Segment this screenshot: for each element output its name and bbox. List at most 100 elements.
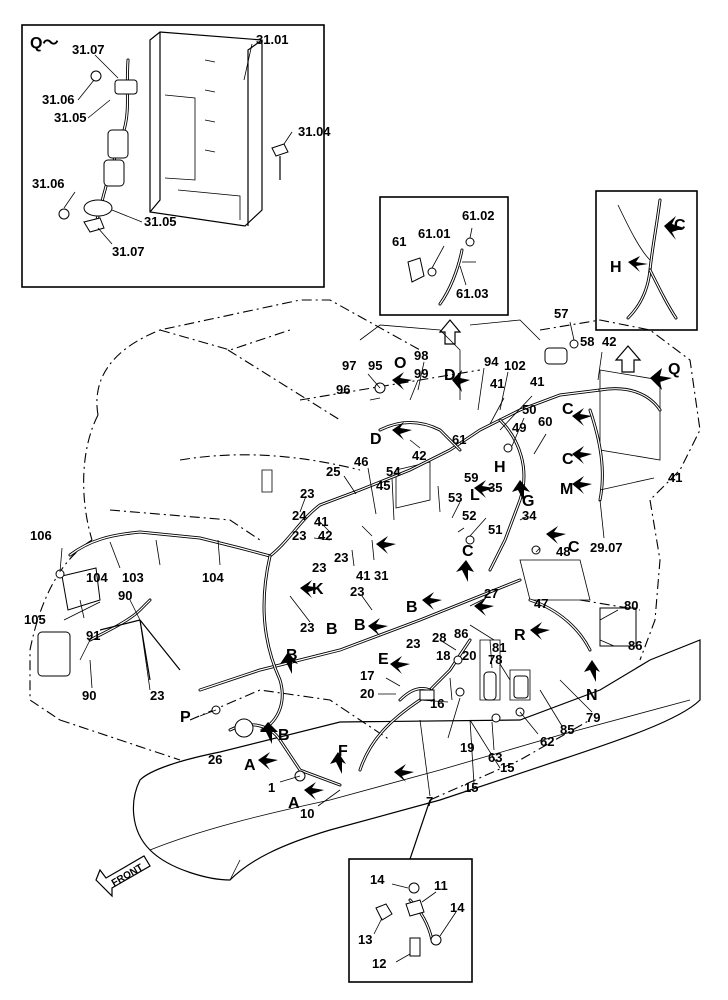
part-label: 61.02 — [462, 208, 495, 223]
part-label: 23 — [292, 528, 306, 543]
callout-letter: Q — [668, 361, 680, 378]
part-label: 78 — [488, 652, 502, 667]
part-label: 31.01 — [256, 32, 289, 47]
front-arrow: FRONT — [95, 855, 151, 898]
part-label: 34 — [522, 508, 537, 523]
callout-letter: H — [610, 259, 622, 276]
part-label: 28 — [432, 630, 446, 645]
callout-letter: A — [244, 757, 256, 774]
part-label: 85 — [560, 722, 574, 737]
inset-h: C H — [595, 190, 698, 331]
part-label: 13 — [358, 932, 372, 947]
part-label: 14 — [370, 872, 385, 887]
callout-letter: B — [354, 617, 366, 634]
part-label: 61 — [452, 432, 466, 447]
callout-letter: O — [394, 355, 406, 372]
part-label: 105 — [24, 612, 46, 627]
part-label: 26 — [208, 752, 222, 767]
part-label: 23 — [150, 688, 164, 703]
part-label: 57 — [554, 306, 568, 321]
part-label: 31.06 — [42, 92, 75, 107]
part-label: 41 — [668, 470, 682, 485]
part-label: 1 — [268, 780, 275, 795]
part-label: 35 — [488, 480, 502, 495]
part-label: 79 — [586, 710, 600, 725]
callout-letter: E — [378, 651, 389, 668]
part-label: 46 — [354, 454, 368, 469]
part-label: 23 — [406, 636, 420, 651]
part-label: 94 — [484, 354, 499, 369]
part-label: 81 — [492, 640, 506, 655]
part-label: 96 — [336, 382, 350, 397]
part-label: 27 — [484, 586, 498, 601]
callout-letter: A — [288, 795, 300, 812]
front-label: FRONT — [110, 862, 145, 889]
callout-letter: B — [406, 599, 418, 616]
part-label: 31.05 — [144, 214, 177, 229]
callout-letter: P — [180, 709, 191, 726]
callout-letter: R — [514, 627, 526, 644]
callout-letter: C — [562, 401, 574, 418]
part-label: 104 — [202, 570, 224, 585]
inset-q: Q～ 31.07 31.01 31.06 31.05 31.04 31.06 3… — [21, 24, 331, 288]
callout-letter: D — [444, 367, 456, 384]
callout-letter: M — [560, 481, 573, 498]
part-label: 25 — [326, 464, 340, 479]
inset-61-frame — [379, 196, 509, 316]
part-label: 61 — [392, 234, 406, 249]
part-label: 61.01 — [418, 226, 451, 241]
part-label: 86 — [454, 626, 468, 641]
part-label: 17 — [360, 668, 374, 683]
leader-lines — [59, 321, 655, 807]
part-label: 18 — [436, 648, 450, 663]
callout-letter: G — [522, 493, 534, 510]
part-label: 31 — [374, 568, 388, 583]
part-label: 59 — [464, 470, 478, 485]
part-label: 97 — [342, 358, 356, 373]
part-label: 23 — [300, 620, 314, 635]
callout-letter: B — [286, 647, 298, 664]
part-label: 60 — [538, 414, 552, 429]
part-label: 99 — [414, 366, 428, 381]
part-label: 41 — [490, 376, 504, 391]
callout-letter: C — [674, 217, 686, 234]
main-labels: 57 58 42 Q 98 94 102 97 95 O 41 41 99 D … — [24, 306, 682, 821]
part-label: 58 — [580, 334, 594, 349]
part-label: 42 — [602, 334, 616, 349]
inset-bottom-frame — [348, 858, 473, 983]
inset-61: 61 61.01 61.02 61.03 — [379, 196, 509, 316]
part-label: 15 — [500, 760, 514, 775]
part-label: 20 — [360, 686, 374, 701]
part-label: 7 — [426, 794, 433, 809]
callout-letter: L — [470, 487, 480, 504]
part-label: 90 — [82, 688, 96, 703]
part-label: 63 — [488, 750, 502, 765]
part-label: 45 — [376, 478, 390, 493]
part-label: 41 — [314, 514, 328, 529]
part-label: 31.04 — [298, 124, 331, 139]
inset-q-title: Q～ — [30, 35, 58, 52]
callout-letter: K — [312, 581, 324, 598]
part-label: 23 — [312, 560, 326, 575]
part-label: 54 — [386, 464, 401, 479]
part-label: 31.07 — [112, 244, 145, 259]
callout-letter: B — [326, 621, 338, 638]
part-label: 104 — [86, 570, 108, 585]
part-label: 53 — [448, 490, 462, 505]
part-label: 12 — [372, 956, 386, 971]
part-label: 47 — [534, 596, 548, 611]
part-label: 41 — [356, 568, 370, 583]
callout-letter: C — [462, 543, 474, 560]
part-label: 106 — [30, 528, 52, 543]
part-label: 41 — [530, 374, 544, 389]
part-label: 31.06 — [32, 176, 65, 191]
part-label: 86 — [628, 638, 642, 653]
part-label: 52 — [462, 508, 476, 523]
part-label: 50 — [522, 402, 536, 417]
callout-letter: N — [586, 687, 598, 704]
part-label: 90 — [118, 588, 132, 603]
part-label: 98 — [414, 348, 428, 363]
part-label: 42 — [318, 528, 332, 543]
callout-letter: C — [562, 451, 574, 468]
